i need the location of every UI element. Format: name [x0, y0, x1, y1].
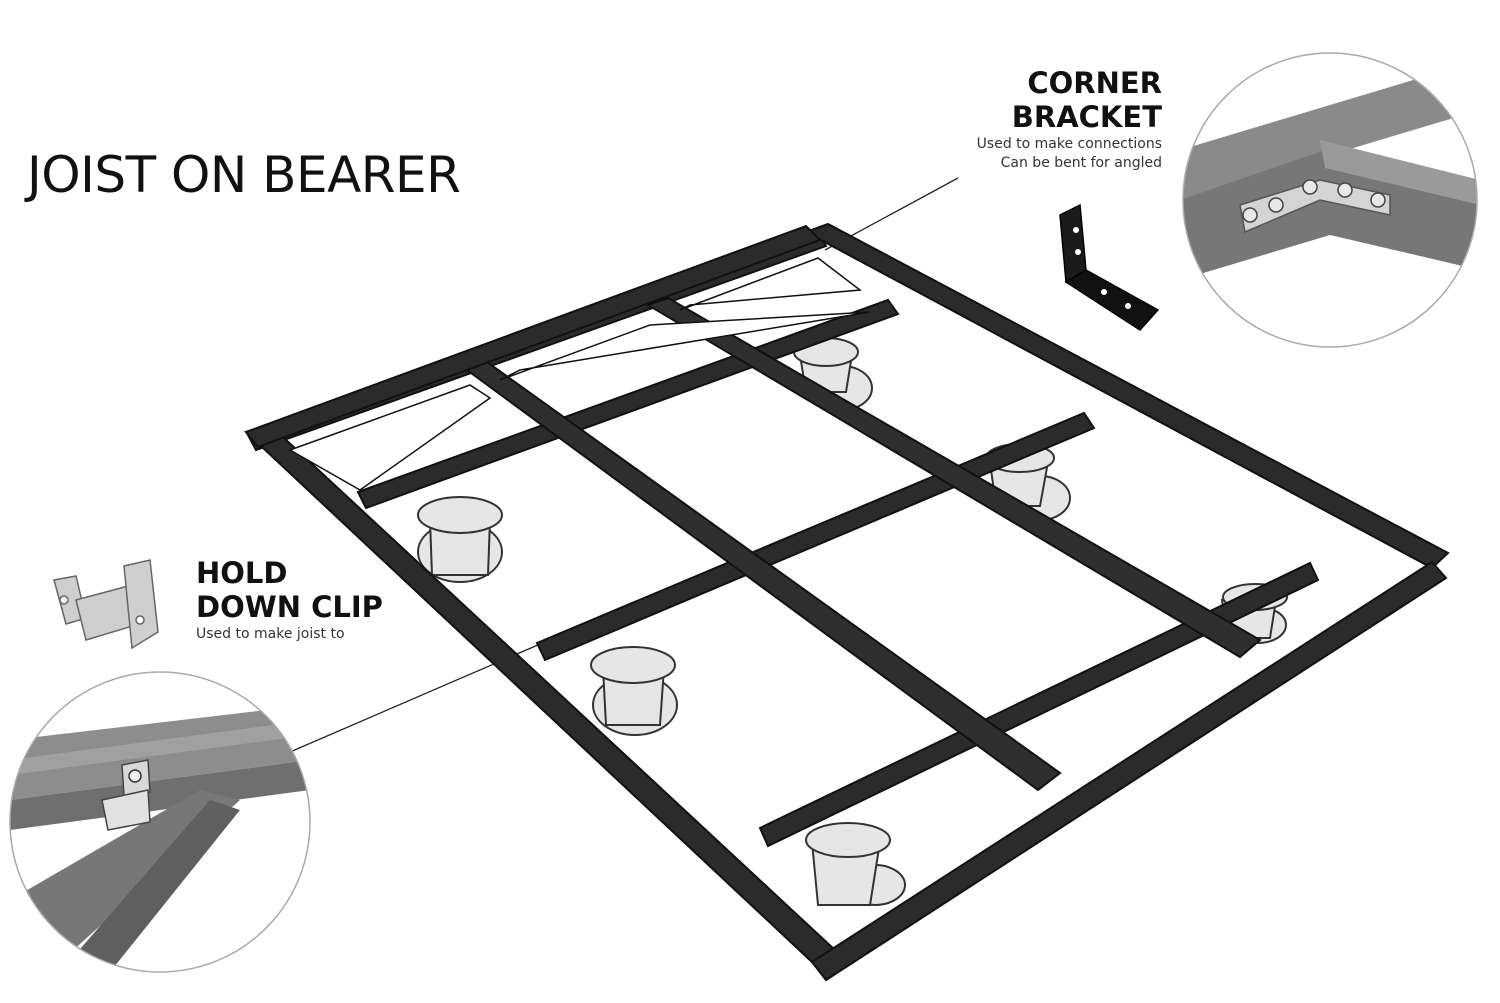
pedestal — [590, 646, 678, 736]
bearer — [758, 561, 1320, 848]
pedestal — [805, 822, 906, 906]
frame-side-right — [803, 222, 1450, 570]
hold-down-clip-image — [53, 559, 159, 650]
corner-bracket-detail — [1182, 52, 1478, 348]
frame-openings — [288, 257, 871, 491]
hold-down-clip-heading-line1: HOLD — [196, 556, 288, 590]
corner-bracket-description-line2: Can be bent for angled — [1000, 155, 1162, 171]
corner-bracket-description-line1: Used to make connections — [976, 136, 1162, 152]
corner-bracket-image — [1059, 203, 1160, 331]
hold-down-clip-heading: HOLD DOWN CLIP — [196, 556, 383, 624]
outer-frame — [244, 222, 1450, 982]
frame-end-bottom — [810, 560, 1448, 982]
corner-bracket-heading: CORNER BRACKET — [1012, 66, 1162, 134]
hold-down-clip-description: Used to make joist to — [196, 625, 345, 644]
hold-down-clip-heading-line2: DOWN CLIP — [196, 590, 383, 624]
corner-bracket-heading-line1: CORNER — [1027, 66, 1162, 100]
frame-end-top — [244, 224, 822, 449]
joist — [464, 360, 1062, 792]
page-title: JOIST ON BEARER — [27, 146, 461, 204]
joist — [645, 296, 1262, 659]
hold-down-clip-detail — [9, 671, 311, 973]
hold-down-clip-description-line1: Used to make joist to — [196, 626, 345, 642]
corner-bracket-heading-line2: BRACKET — [1011, 100, 1162, 134]
pedestal — [417, 496, 503, 583]
corner-bracket-description: Used to make connections Can be bent for… — [977, 135, 1162, 173]
frame-side-left — [244, 423, 837, 964]
